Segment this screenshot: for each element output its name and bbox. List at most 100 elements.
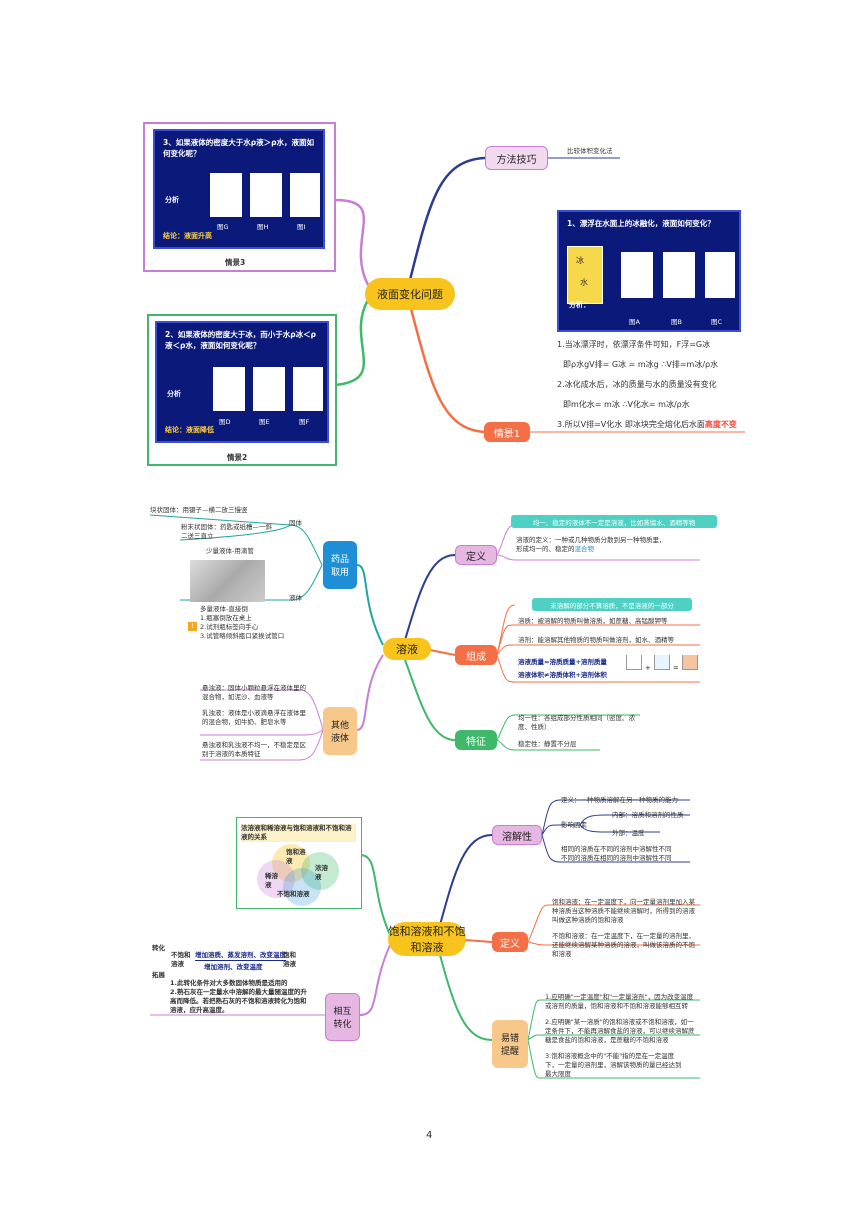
venn-title: 浓溶液和稀溶液与饱和溶液和不饱和溶液的关系 xyxy=(241,824,356,842)
drug-block: 块状固体：用镊子—横二放三慢竖 xyxy=(150,506,248,514)
other-item-1: 乳浊液：液体是小液滴悬浮在液体里的混合物，如牛奶、肥皂水等 xyxy=(202,709,306,726)
compose-solute: 溶质：被溶解的物质叫做溶质，如蔗糖、高锰酸钾等 xyxy=(518,617,668,625)
slide-scene2-conclusion: 结论：液面降低 xyxy=(165,426,214,434)
center-node-liquid-level[interactable]: 液面变化问题 xyxy=(365,278,455,310)
scene1-line-2: 即ρ水gV排= G冰 = m冰g ∴V排=m冰/ρ水 xyxy=(563,360,719,369)
leaf-method: 比较体积变化法 xyxy=(567,147,613,155)
compose-f2: 溶液体积≠溶质体积+溶剂体积 xyxy=(518,671,607,679)
def-sat: 饱和溶液：在一定温度下，向一定量溶剂里加入某种溶质当这种溶质不能继续溶解时，所得… xyxy=(552,898,695,924)
venn-circle-4 xyxy=(283,868,321,906)
compose-pill: 未溶解的部分不算溶质，不是溶液的一部分 xyxy=(532,598,692,611)
drug-many-1: 1.瓶塞倒放在桌上 xyxy=(200,614,252,622)
beaker-ice-water: 冰 水 xyxy=(567,246,603,304)
water-label: 水 xyxy=(580,278,588,287)
warning-icon: ! xyxy=(188,622,197,631)
mutual-bottom: 增加溶剂、改变温度 xyxy=(204,963,263,971)
sol-diff: 不同的溶质在相同的溶剂中溶解性不同 xyxy=(561,854,672,862)
scene1-line-5: 3.所以V排=V化水 即冰块完全熔化后水面高度不变 xyxy=(557,420,737,429)
drug-liquid: 液体 xyxy=(289,594,302,602)
mutual-n1: 1.此转化条件对大多数固体物质是适用的 xyxy=(170,979,288,987)
page-number: 4 xyxy=(426,1130,433,1141)
node-mutual[interactable]: 相互转化 xyxy=(325,993,360,1041)
center-node-saturated[interactable]: 饱和溶液和不饱和溶液 xyxy=(388,922,466,956)
venn-circle-2 xyxy=(301,852,339,890)
define-pill: 均一、稳定的液体不一定是溶液，比如蒸馏水、酒精等物 xyxy=(511,515,717,528)
venn-frame: 浓溶液和稀溶液与饱和溶液和不饱和溶液的关系 饱和溶液 浓溶液 稀溶液 不饱和溶液 xyxy=(236,817,362,909)
diagram-box-h xyxy=(250,173,282,217)
slide-scene3: 3、如果液体的密度大于水ρ液＞ρ水，液面如何变化呢？ 分析 图G 图H 图I 结… xyxy=(153,129,325,249)
other-item-2: 悬浊液和乳浊液不均一，不稳定是区别于溶液的本质特征 xyxy=(202,741,306,758)
compose-solvent: 溶剂：能溶解其他物质的物质叫做溶剂，如水、酒精等 xyxy=(518,636,674,644)
fig-b: 图B xyxy=(671,318,682,326)
diagram-box-c xyxy=(705,252,735,298)
feature-uniform: 均一性：各组成部分性质相同（密度、浓度、性质） xyxy=(518,714,635,731)
diagram-box-d xyxy=(213,367,245,411)
fig-d: 图D xyxy=(219,418,231,426)
venn-circle-3 xyxy=(257,860,295,898)
define-text-hl: 混合物 xyxy=(574,545,595,553)
sol-factor: 影响因素 xyxy=(561,821,587,829)
define-text: 溶液的定义：一种或几种物质分散到另一种物质里，形成均一的、稳定的混合物 xyxy=(516,536,666,554)
caption-scene3: 情景3 xyxy=(225,258,246,267)
slide-scene3-analysis: 分析 xyxy=(165,196,179,204)
diagram-box-b xyxy=(663,252,695,298)
center-node-solution[interactable]: 溶液 xyxy=(383,638,431,660)
define-text-main: 溶液的定义：一种或几种物质分散到另一种物质里，形成均一的、稳定的 xyxy=(516,536,666,553)
beakers-icon: += xyxy=(623,655,701,674)
mutual-zh: 转化 xyxy=(152,944,165,952)
drug-many-0: 多量液体-直接倒 xyxy=(200,605,248,613)
diagram-box-e xyxy=(253,367,285,411)
node-other-liquid[interactable]: 其他液体 xyxy=(323,707,357,755)
fig-f: 图F xyxy=(299,418,310,426)
sol-outer: 外部：温度 xyxy=(612,829,645,837)
node-error[interactable]: 易错提醒 xyxy=(492,1020,528,1068)
compose-f1: 溶液质量=溶质质量+溶剂质量 xyxy=(518,658,607,666)
node-drug[interactable]: 药品取用 xyxy=(323,541,357,589)
slide-scene1-analysis: 分析： xyxy=(569,301,590,309)
drug-small: 少量液体-用滴管 xyxy=(206,547,254,555)
scene1-line-4: 即m化水= m冰 ∴V化水= m冰/ρ水 xyxy=(563,400,690,409)
photo-dropper xyxy=(190,560,265,602)
err-1: 1.应明确"一定温度"和"一定量溶剂"，因为改变温度或溶剂的质量，饱和溶液和不饱… xyxy=(545,993,694,1010)
sol-same: 相同的溶质在不同的溶剂中溶解性不同 xyxy=(561,845,672,853)
frame-scene2: 2、如果液体的密度大于冰，而小于水ρ冰＜ρ液＜ρ水，液面如何变化呢？ 分析 图D… xyxy=(147,314,337,466)
sol-def: 定义：一种物质溶解在另一种物质的能力 xyxy=(561,796,678,804)
scene1-line-3: 2.冰化成水后，冰的质量与水的质量没有变化 xyxy=(557,380,717,389)
node-define[interactable]: 定义 xyxy=(455,545,497,565)
diagram-box-f xyxy=(293,367,323,411)
fig-c: 图C xyxy=(711,318,723,326)
other-item-0: 悬浊液：固体小颗粒悬浮在液体里的混合物，如泥沙、血液等 xyxy=(202,684,306,701)
fig-a: 图A xyxy=(629,318,640,326)
drug-powder: 粉末状固体：药匙或纸槽—一斜二送三直立 xyxy=(181,523,272,540)
frame-scene3: 3、如果液体的密度大于水ρ液＞ρ水，液面如何变化呢？ 分析 图G 图H 图I 结… xyxy=(143,122,336,272)
mutual-tz: 拓展 xyxy=(152,971,165,979)
venn-label-0: 饱和溶液 xyxy=(286,848,306,865)
scene1-line-5-text: 3.所以V排=V化水 即冰块完全熔化后水面 xyxy=(557,420,705,429)
fig-g: 图G xyxy=(217,223,229,231)
scene1-line-1: 1.当冰漂浮时，依漂浮条件可知，F浮=G冰 xyxy=(557,340,711,349)
node-scene1[interactable]: 情景1 xyxy=(484,422,530,442)
node-compose[interactable]: 组成 xyxy=(455,645,497,665)
drug-many-3: 3.试管略倾斜瓶口紧挨试管口 xyxy=(200,632,285,640)
node-feature[interactable]: 特征 xyxy=(455,730,497,750)
diagram-box-i xyxy=(290,173,320,217)
node-solubility[interactable]: 溶解性 xyxy=(492,825,542,845)
slide-scene3-conclusion: 结论：液面升高 xyxy=(163,232,212,240)
ice-label: 冰 xyxy=(576,256,584,265)
slide-scene2: 2、如果液体的密度大于冰，而小于水ρ冰＜ρ液＜ρ水，液面如何变化呢？ 分析 图D… xyxy=(155,321,329,443)
diagram-box-a xyxy=(621,252,653,298)
slide-scene1: 1、漂浮在水面上的冰融化，液面如何变化？ 冰 水 分析： 图A 图B 图C xyxy=(557,210,741,332)
caption-scene2: 情景2 xyxy=(227,453,248,462)
sol-inner: 内部：溶质和溶剂的性质 xyxy=(612,811,684,819)
venn-label-1: 浓溶液 xyxy=(315,864,328,881)
slide-scene2-analysis: 分析 xyxy=(167,390,181,398)
slide-scene2-question: 2、如果液体的密度大于冰，而小于水ρ冰＜ρ液＜ρ水，液面如何变化呢？ xyxy=(165,330,316,350)
mutual-n2: 2.熟石灰在一定量水中溶解的最大量随温度的升高而降低。若把熟石灰的不饱和溶液转化… xyxy=(170,988,307,1014)
venn-circle-1 xyxy=(272,844,310,882)
node-method[interactable]: 方法技巧 xyxy=(485,146,548,170)
node-define-sat[interactable]: 定义 xyxy=(492,932,528,952)
err-3: 3.饱和溶液概念中的"不能"指的是在一定温度下，一定量的溶剂里，溶解该物质的量已… xyxy=(545,1052,682,1078)
feature-stable: 稳定性：静置不分层 xyxy=(518,740,577,748)
drug-many-2: 2.试剂瓶标签向手心 xyxy=(200,623,259,631)
